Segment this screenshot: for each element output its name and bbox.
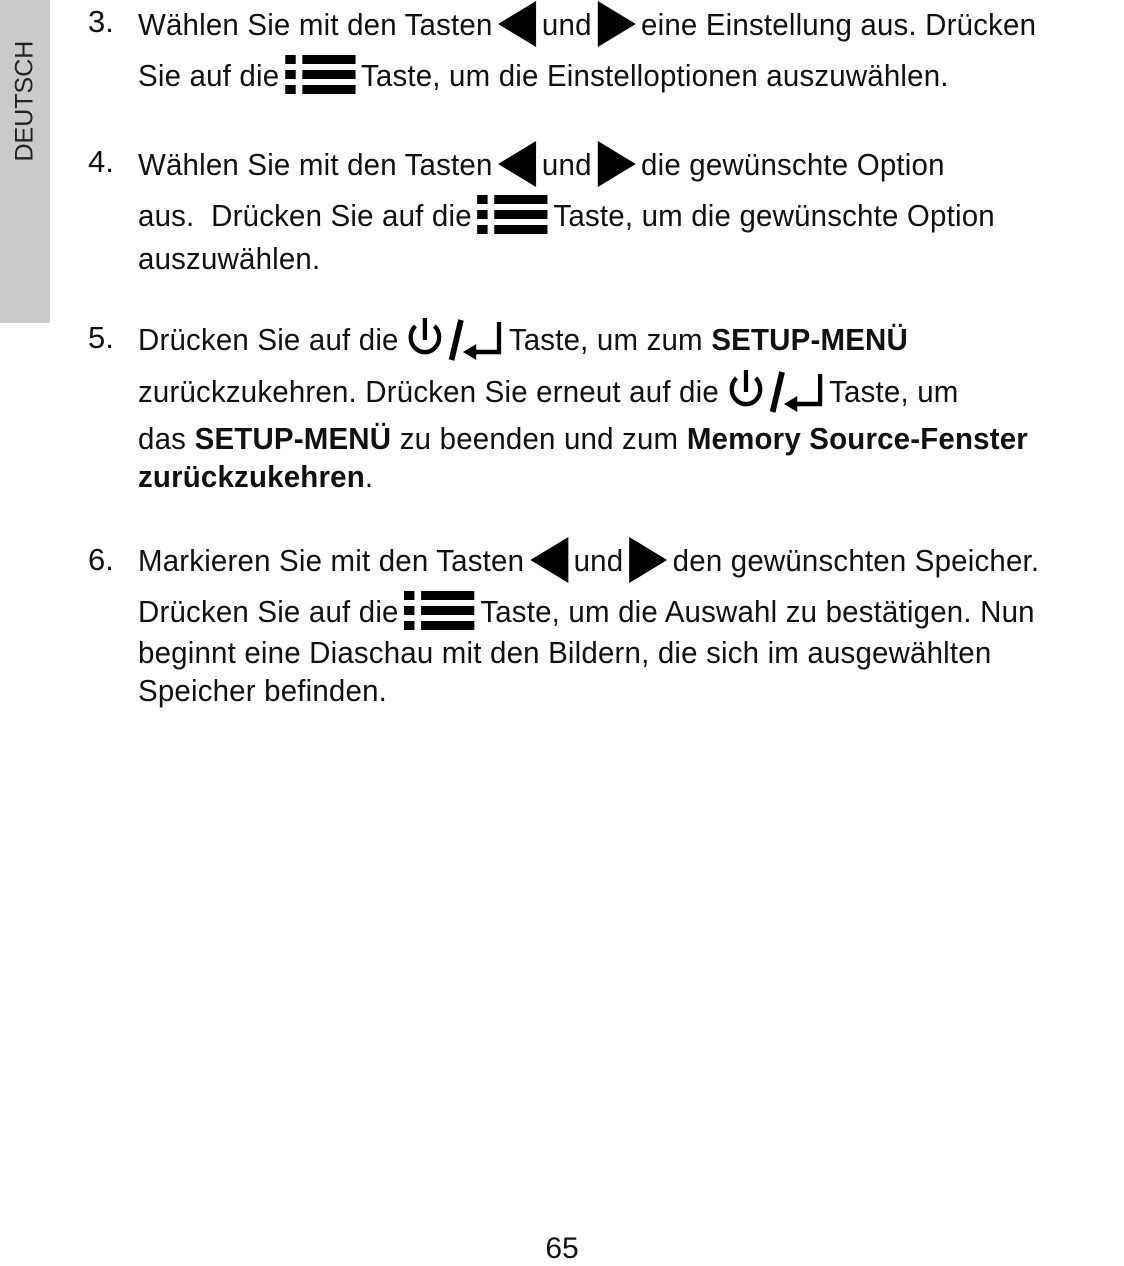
text: Taste, um die gewünschte Option	[553, 197, 995, 233]
text: und	[541, 146, 592, 182]
left-arrow-icon	[529, 537, 568, 583]
left-arrow-icon	[498, 141, 537, 187]
step-number: 5.	[88, 320, 114, 355]
text: aus. Drücken Sie auf die	[138, 197, 472, 233]
text: Speicher befinden.	[138, 672, 388, 708]
text: das	[138, 420, 187, 456]
text: Drücken Sie auf die	[138, 321, 399, 357]
step-line: Wählen Sie mit den Tasten und die gewüns…	[138, 140, 945, 188]
text: eine Einstellung aus. Drücken	[641, 6, 1037, 42]
language-side-tab: DEUTSCH	[0, 0, 50, 323]
text: Wählen Sie mit den Tasten	[138, 6, 493, 42]
step-line: Markieren Sie mit den Tasten und den gew…	[138, 536, 1039, 584]
step-line: Speicher befinden.	[138, 670, 387, 710]
text: Taste, um	[829, 373, 959, 409]
menu-icon	[477, 195, 548, 235]
step-number: 3.	[88, 4, 114, 39]
step-line: Drücken Sie auf die Taste, um zum SETUP-…	[138, 314, 908, 364]
right-arrow-icon	[597, 1, 636, 47]
text: Wählen Sie mit den Tasten	[138, 146, 493, 182]
text: Taste, um die Einstelloptionen auszuwähl…	[360, 57, 949, 93]
text: zurückzukehren. Drücken Sie erneut auf d…	[138, 373, 719, 409]
bold-text: SETUP-MENÜ	[194, 420, 392, 456]
step-line: beginnt eine Diaschau mit den Bildern, d…	[138, 632, 991, 672]
step-line: Sie auf die Taste, um die Einstelloption…	[138, 52, 949, 98]
step-line: auszuwählen.	[138, 238, 320, 278]
text: zu beenden und zum	[399, 420, 679, 456]
page-number: 65	[545, 1232, 579, 1265]
step-line: Drücken Sie auf die Taste, um die Auswah…	[138, 588, 1035, 634]
text: Taste, um zum	[508, 321, 703, 357]
right-arrow-icon	[597, 141, 636, 187]
step-line: das SETUP-MENÜ zu beenden und zum Memory…	[138, 418, 1028, 458]
right-arrow-icon	[628, 537, 667, 583]
bold-text: zurückzukehren	[138, 458, 365, 494]
text: den gewünschten Speicher.	[672, 542, 1040, 578]
menu-icon	[284, 55, 356, 95]
text: .	[364, 458, 374, 494]
power-return-icon	[729, 370, 822, 413]
step-line: aus. Drücken Sie auf die Taste, um die g…	[138, 192, 995, 238]
text: Taste, um die Auswahl zu bestätigen. Nun	[480, 593, 1035, 629]
left-arrow-icon	[498, 1, 537, 47]
text: Markieren Sie mit den Tasten	[138, 542, 525, 578]
text: und	[541, 6, 592, 42]
step-line: Wählen Sie mit den Tasten und eine Einst…	[138, 0, 1036, 48]
power-return-icon	[408, 318, 502, 361]
text: beginnt eine Diaschau mit den Bildern, d…	[138, 634, 992, 670]
text: Sie auf die	[138, 57, 280, 93]
bold-text: SETUP-MENÜ	[711, 321, 908, 357]
text: Drücken Sie auf die	[138, 593, 399, 629]
text: und	[573, 542, 624, 578]
language-label: DEUTSCH	[10, 40, 39, 162]
step-number: 4.	[88, 144, 114, 179]
step-line: zurückzukehren .	[138, 456, 373, 496]
step-number: 6.	[88, 542, 114, 577]
menu-icon	[404, 591, 475, 631]
text: auszuwählen.	[138, 240, 321, 276]
text: die gewünschte Option	[641, 146, 945, 182]
bold-text: Memory Source-Fenster	[686, 420, 1028, 456]
step-line: zurückzukehren. Drücken Sie erneut auf d…	[138, 366, 959, 416]
